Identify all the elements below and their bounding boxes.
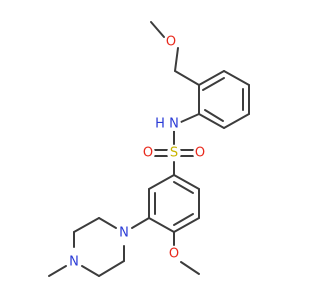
atom-o-sulfonyl-right: O xyxy=(195,146,205,161)
bond-ring-b-4 xyxy=(148,217,175,233)
atom-o-methoxy: O xyxy=(169,247,179,262)
atom-o-ether-top: O xyxy=(166,35,176,50)
bond-ring-a-5 xyxy=(198,113,225,129)
bond-ch3-o-top xyxy=(150,21,165,38)
bond-ring-a-5-inner xyxy=(204,109,224,122)
bond-ring-b-1-inner xyxy=(173,181,194,194)
bond-ring-nh xyxy=(180,113,200,123)
bond-pip-5 xyxy=(98,260,125,277)
atom-s-sulfonyl: S xyxy=(170,146,178,161)
bond-ring-a-1 xyxy=(198,70,225,86)
atom-n-piperazine-lower: N xyxy=(69,255,79,270)
molecule-structure: O N H S O O N N O xyxy=(48,21,250,277)
bond-ring-a-4 xyxy=(223,113,250,129)
atom-o-sulfonyl-left: O xyxy=(143,146,153,161)
bond-ring-piperazine xyxy=(131,217,150,229)
bonds xyxy=(48,21,250,277)
bond-o-ch3-methoxy xyxy=(180,261,200,275)
atom-labels: O N H S O O N N O xyxy=(67,35,207,270)
bond-ring-b-3-inner xyxy=(173,213,194,226)
atom-h-amide: H xyxy=(155,117,165,132)
bond-ring-a-1-inner xyxy=(202,77,225,91)
bond-ring-b-6 xyxy=(148,174,175,190)
atom-n-amide: N xyxy=(169,117,179,132)
bond-pip-2 xyxy=(73,217,100,233)
bond-n-methyl xyxy=(48,265,67,277)
atom-n-piperazine-upper: N xyxy=(119,226,129,241)
bond-ch2-ring xyxy=(174,70,200,86)
bond-ring-b-3 xyxy=(173,217,200,233)
bond-o-ch2-top xyxy=(174,47,179,72)
bond-ring-b-1 xyxy=(173,174,200,190)
bond-ring-a-2 xyxy=(223,70,250,86)
bond-pip-4 xyxy=(81,265,100,277)
bond-pip-1 xyxy=(98,217,117,229)
